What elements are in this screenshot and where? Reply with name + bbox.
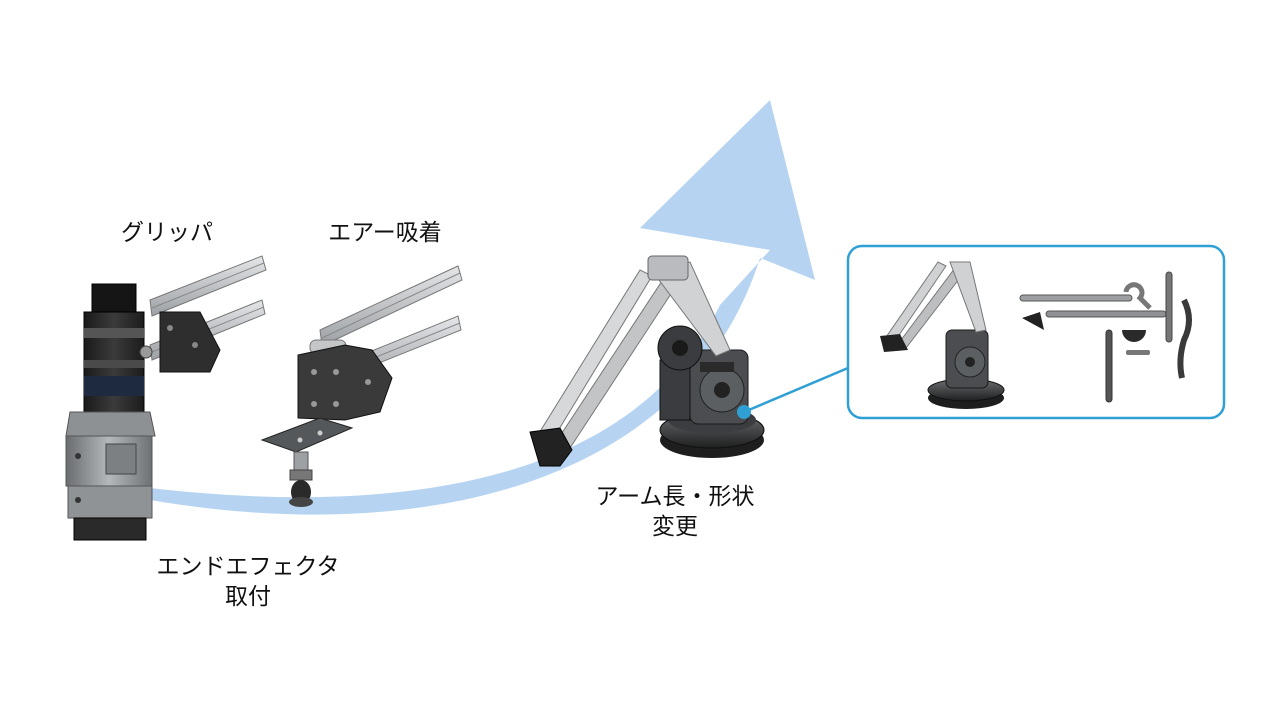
air-suction-end-effector-icon: [262, 266, 462, 507]
robot-arm-icon: [530, 256, 764, 466]
air-suction-label: エアー吸着: [300, 218, 470, 248]
gripper-label: グリッパ: [92, 218, 242, 248]
callout-dot: [737, 405, 751, 419]
arm-change-label-line2: 変更: [560, 512, 790, 542]
callout-leader-line: [744, 368, 848, 412]
arm-change-label-line1: アーム長・形状: [560, 482, 790, 512]
end-effector-label-line2: 取付: [118, 582, 378, 612]
arm-change-label: アーム長・形状 変更: [560, 482, 790, 542]
end-effector-label-line1: エンドエフェクタ: [118, 552, 378, 582]
end-effector-label: エンドエフェクタ 取付: [118, 552, 378, 612]
